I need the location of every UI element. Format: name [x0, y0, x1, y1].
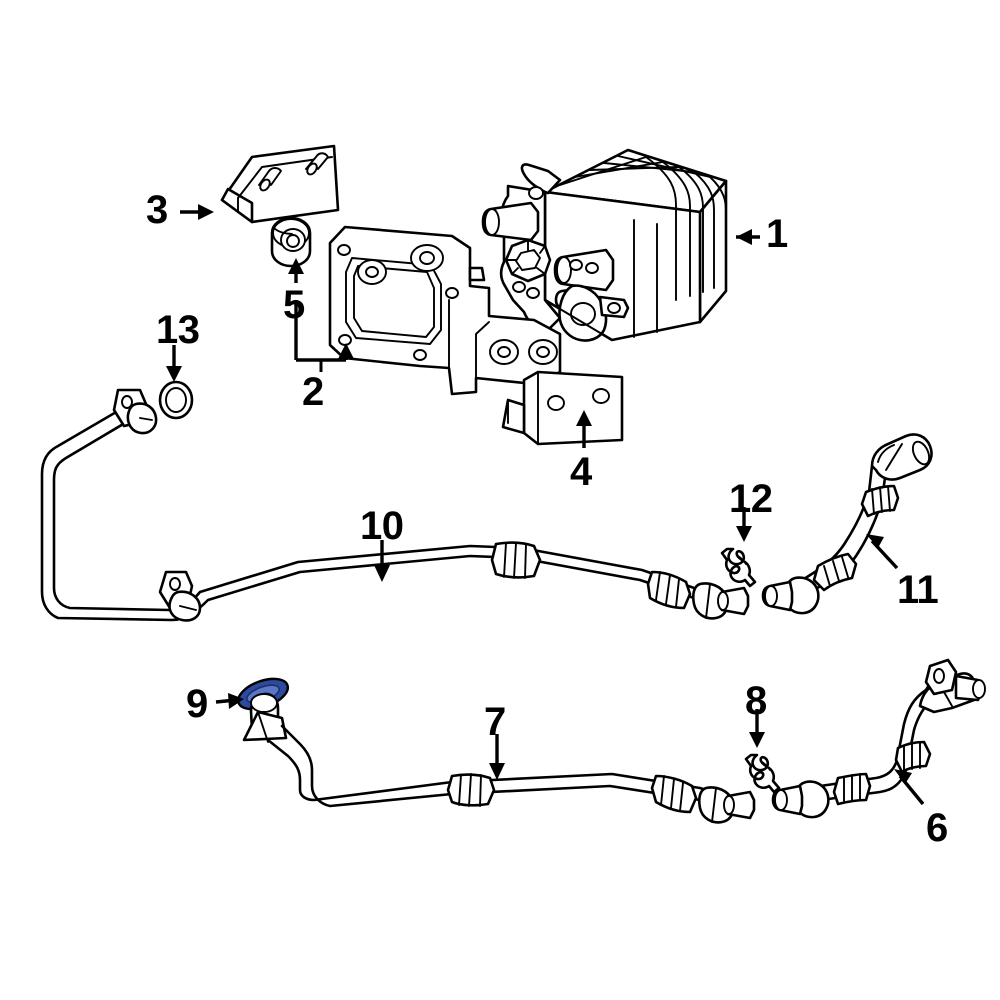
callout-number-7[interactable]: 7 — [484, 700, 506, 744]
part-3-upper-bracket[interactable] — [220, 144, 340, 224]
callout-number-6[interactable]: 6 — [926, 806, 948, 850]
part-12-retaining-spring-clip[interactable] — [720, 547, 757, 588]
callout-leaders — [166, 204, 925, 806]
part-4-lower-bracket[interactable] — [501, 370, 624, 446]
callout-number-4[interactable]: 4 — [570, 450, 592, 494]
part-6-lower-right-hose[interactable] — [771, 658, 986, 819]
part-2-mounting-bracket[interactable] — [328, 225, 562, 396]
part-5-bushing[interactable] — [270, 216, 312, 268]
callout-number-12[interactable]: 12 — [729, 477, 773, 521]
callout-number-10[interactable]: 10 — [360, 504, 404, 548]
callout-number-8[interactable]: 8 — [745, 679, 767, 723]
callout-number-3[interactable]: 3 — [146, 188, 168, 232]
callout-number-9[interactable]: 9 — [186, 682, 208, 726]
callout-number-5[interactable]: 5 — [283, 283, 305, 327]
part-1-oil-cooler[interactable] — [481, 148, 728, 342]
part-8-retaining-spring-clip[interactable] — [744, 753, 781, 794]
callout-number-1[interactable]: 1 — [766, 212, 788, 256]
callout-number-11[interactable]: 11 — [897, 568, 939, 612]
callout-number-13[interactable]: 13 — [156, 308, 200, 352]
part-13-o-ring-seal[interactable] — [158, 380, 194, 420]
callout-number-2[interactable]: 2 — [302, 370, 324, 414]
part-11-upper-right-hose[interactable] — [761, 433, 933, 615]
part-7-lower-cooler-pipe[interactable] — [242, 692, 756, 824]
part-10-upper-cooler-pipe[interactable] — [40, 388, 750, 622]
